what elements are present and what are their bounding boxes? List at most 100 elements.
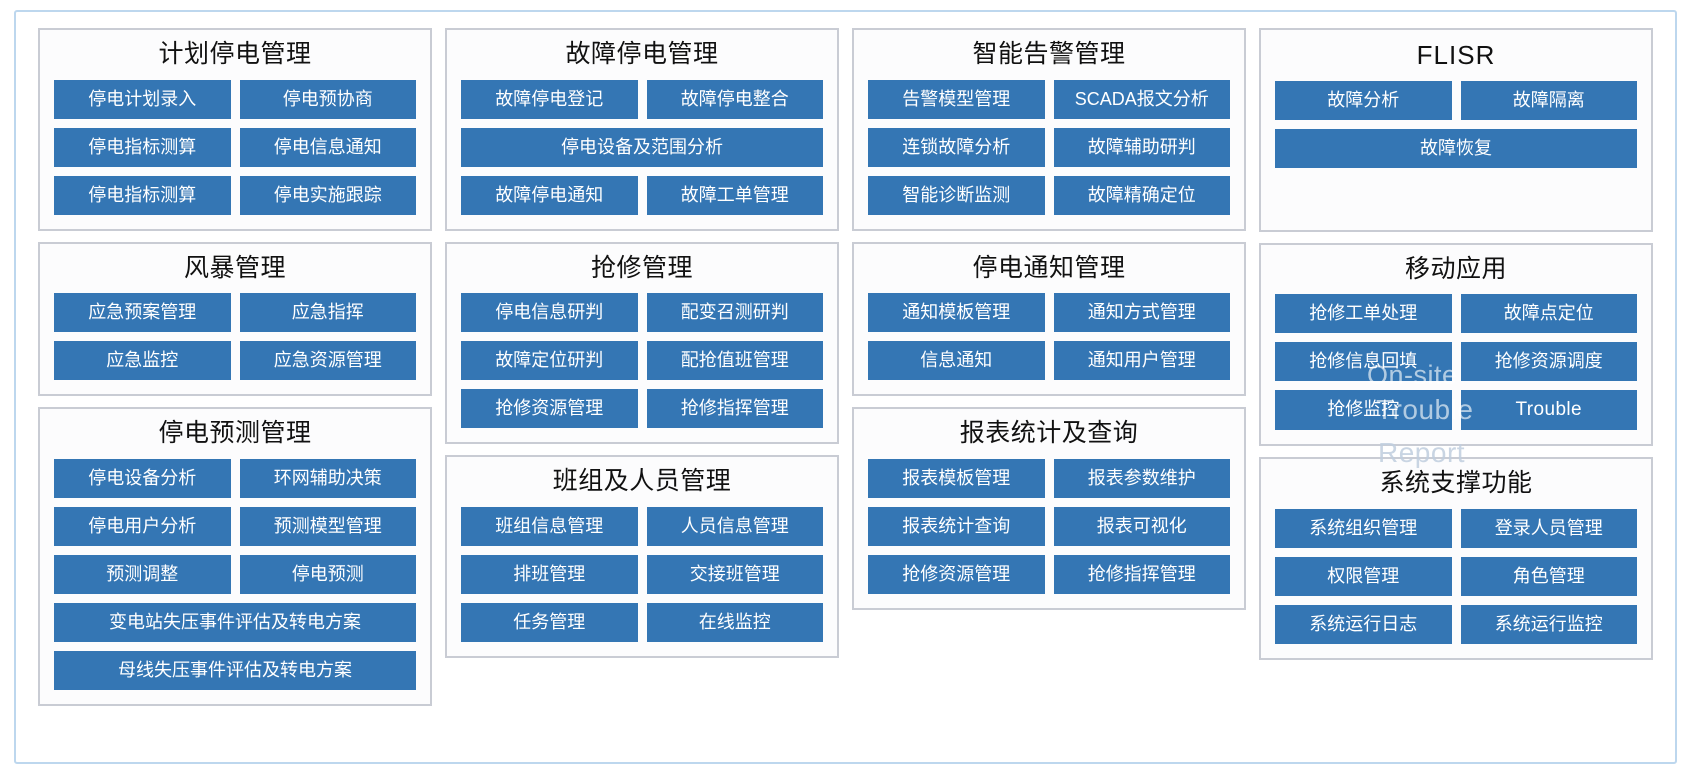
module-button[interactable]: 停电信息研判 [461, 293, 638, 332]
module-button[interactable]: 信息通知 [868, 341, 1045, 380]
panel-title-report-statistics-and-query: 报表统计及查询 [959, 419, 1139, 447]
button-row: 抢修工单处理故障点定位 [1275, 294, 1637, 334]
button-row: 班组信息管理人员信息管理 [461, 506, 823, 546]
module-button[interactable]: 故障点定位 [1460, 294, 1637, 334]
module-button[interactable]: 抢修工单处理 [1275, 294, 1452, 334]
module-button[interactable]: SCADA报文分析 [1053, 79, 1230, 119]
module-button[interactable]: 报表参数维护 [1053, 458, 1230, 498]
module-button[interactable]: 故障恢复 [1275, 128, 1637, 168]
module-button[interactable]: 权限管理 [1275, 556, 1452, 596]
button-row: 排班管理交接班管理 [461, 554, 823, 594]
panel-outage-forecast-management: 停电预测管理停电设备分析环网辅助决策停电用户分析预测模型管理预测调整停电预测变电… [38, 407, 432, 706]
module-button[interactable]: 通知模板管理 [868, 293, 1045, 332]
module-button[interactable]: 报表模板管理 [868, 458, 1045, 498]
button-row: 应急监控应急资源管理 [54, 341, 416, 380]
module-button[interactable]: 停电计划录入 [54, 79, 231, 119]
module-button[interactable]: 告警模型管理 [868, 79, 1045, 119]
panel-title-outage-forecast-management: 停电预测管理 [158, 419, 312, 447]
module-button[interactable]: 排班管理 [461, 554, 638, 594]
module-button[interactable]: 故障工单管理 [646, 175, 823, 215]
module-button[interactable]: 停电指标测算 [54, 127, 231, 167]
button-row: 抢修资源管理抢修指挥管理 [461, 389, 823, 428]
button-row: 停电计划录入停电预协商 [54, 79, 416, 119]
module-button[interactable]: 抢修信息回填 [1275, 342, 1452, 382]
module-button[interactable]: 故障精确定位 [1053, 175, 1230, 215]
module-button[interactable]: 停电设备分析 [54, 458, 231, 498]
module-button[interactable]: 角色管理 [1460, 556, 1637, 596]
panel-title-storm-management: 风暴管理 [183, 253, 286, 282]
module-button[interactable]: 系统组织管理 [1275, 508, 1452, 548]
module-button[interactable]: 在线监控 [646, 602, 823, 642]
module-button[interactable]: 停电实施跟踪 [239, 175, 416, 215]
module-button[interactable]: 母线失压事件评估及转电方案 [54, 650, 416, 690]
module-button[interactable]: 应急指挥 [239, 293, 416, 332]
module-button[interactable]: 抢修资源管理 [461, 389, 638, 428]
panel-fault-outage-management: 故障停电管理故障停电登记故障停电整合停电设备及范围分析故障停电通知故障工单管理 [445, 28, 839, 231]
column-1: 计划停电管理停电计划录入停电预协商停电指标测算停电信息通知停电指标测算停电实施跟… [38, 28, 432, 706]
module-button[interactable]: 抢修资源调度 [1460, 342, 1637, 382]
module-button[interactable]: 任务管理 [461, 602, 638, 642]
button-row: 报表模板管理报表参数维护 [868, 458, 1230, 498]
module-button[interactable]: 停电预协商 [239, 79, 416, 119]
module-button[interactable]: 配变召测研判 [646, 293, 823, 332]
module-button[interactable]: 故障隔离 [1460, 80, 1637, 120]
module-button[interactable]: 故障停电整合 [646, 79, 823, 119]
module-button[interactable]: 故障停电登记 [461, 79, 638, 119]
module-button[interactable]: 环网辅助决策 [239, 458, 416, 498]
module-button[interactable]: 报表统计查询 [868, 506, 1045, 546]
module-button[interactable]: 故障停电通知 [461, 175, 638, 215]
module-button[interactable]: 停电指标测算 [54, 175, 231, 215]
module-button[interactable]: 停电预测 [239, 554, 416, 594]
module-button[interactable]: 班组信息管理 [461, 506, 638, 546]
module-button[interactable]: 系统运行日志 [1275, 604, 1452, 644]
button-row: 任务管理在线监控 [461, 602, 823, 642]
module-button[interactable]: 智能诊断监测 [868, 175, 1045, 215]
module-button[interactable]: 停电信息通知 [239, 127, 416, 167]
column-2: 故障停电管理故障停电登记故障停电整合停电设备及范围分析故障停电通知故障工单管理抢… [445, 28, 839, 658]
button-grid-team-and-personnel-management: 班组信息管理人员信息管理排班管理交接班管理任务管理在线监控 [461, 506, 823, 642]
module-button[interactable]: 通知用户管理 [1053, 341, 1230, 380]
module-button[interactable]: 应急资源管理 [239, 341, 416, 380]
module-button[interactable]: Trouble [1460, 390, 1637, 431]
panel-spacer [1275, 177, 1637, 216]
module-button[interactable]: 抢修指挥管理 [646, 389, 823, 428]
module-button[interactable]: 报表可视化 [1053, 506, 1230, 546]
module-button[interactable]: 停电设备及范围分析 [461, 127, 823, 167]
module-button[interactable]: 人员信息管理 [646, 506, 823, 546]
panel-storm-management: 风暴管理应急预案管理应急指挥应急监控应急资源管理 [38, 241, 432, 396]
button-row: 停电信息研判配变召测研判 [461, 293, 823, 332]
panel-outage-notification-management: 停电通知管理通知模板管理通知方式管理信息通知通知用户管理 [852, 241, 1246, 396]
button-row: 权限管理角色管理 [1275, 556, 1637, 596]
module-button[interactable]: 抢修资源管理 [868, 554, 1045, 594]
module-button[interactable]: 连锁故障分析 [868, 127, 1045, 167]
module-button[interactable]: 预测模型管理 [239, 506, 416, 546]
module-button[interactable]: 系统运行监控 [1460, 604, 1637, 644]
button-row: 母线失压事件评估及转电方案 [54, 650, 416, 690]
module-button[interactable]: 变电站失压事件评估及转电方案 [54, 602, 416, 642]
module-button[interactable]: 应急监控 [54, 341, 231, 380]
module-button[interactable]: 故障分析 [1275, 80, 1452, 120]
module-button[interactable]: 停电用户分析 [54, 506, 231, 546]
module-button[interactable]: 抢修监控 [1275, 390, 1452, 431]
module-button[interactable]: 预测调整 [54, 554, 231, 594]
module-button[interactable]: 登录人员管理 [1460, 508, 1637, 548]
module-button[interactable]: 通知方式管理 [1053, 293, 1230, 332]
button-row: 抢修信息回填抢修资源调度 [1275, 342, 1637, 382]
panel-title-team-and-personnel-management: 班组及人员管理 [552, 467, 732, 495]
module-button[interactable]: 故障辅助研判 [1053, 127, 1230, 167]
panel-emergency-repair-management: 抢修管理停电信息研判配变召测研判故障定位研判配抢值班管理抢修资源管理抢修指挥管理 [445, 241, 839, 444]
panel-report-statistics-and-query: 报表统计及查询报表模板管理报表参数维护报表统计查询报表可视化抢修资源管理抢修指挥… [852, 407, 1246, 610]
module-button[interactable]: 配抢值班管理 [646, 341, 823, 380]
button-row: 停电设备及范围分析 [461, 127, 823, 167]
module-button[interactable]: 抢修指挥管理 [1053, 554, 1230, 594]
module-button[interactable]: 故障定位研判 [461, 341, 638, 380]
module-button[interactable]: 交接班管理 [646, 554, 823, 594]
module-button[interactable]: 应急预案管理 [54, 293, 231, 332]
